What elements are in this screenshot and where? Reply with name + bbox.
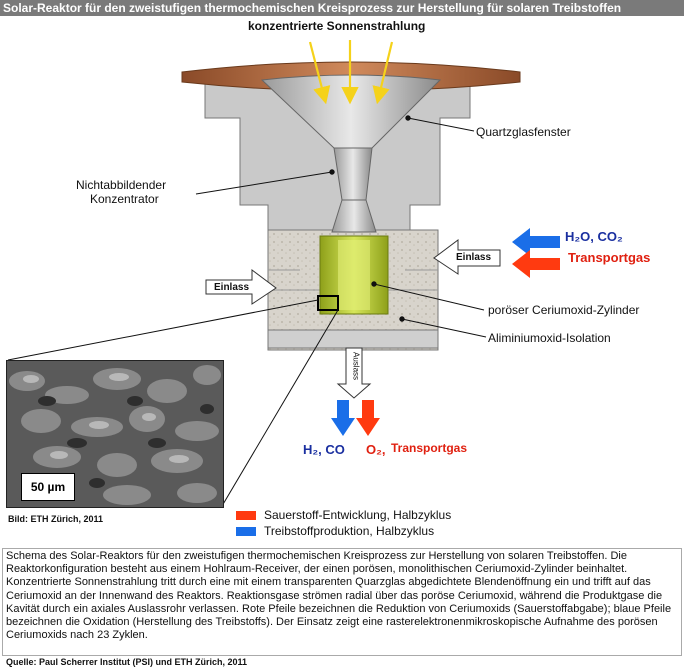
legend-item-fuel: Treibstoffproduktion, Halbzyklus <box>236 524 434 538</box>
fuel-output-arrow <box>331 400 355 436</box>
radiation-arrows <box>308 40 394 105</box>
legend-swatch-red <box>236 511 256 521</box>
sem-inset-image: 50 µm <box>6 360 224 508</box>
figure-caption: Schema des Solar-Reaktors für den zweist… <box>2 548 682 656</box>
reactor-diagram: Auslass <box>7 40 560 507</box>
concentrator-label-line2: Konzentrator <box>90 192 159 206</box>
scale-bar-label: 50 µm <box>21 473 75 501</box>
image-credit: Bild: ETH Zürich, 2011 <box>8 514 104 524</box>
concentrator-label-line1: Nichtabbildender <box>76 178 167 192</box>
legend-item-oxygen: Sauerstoff-Entwicklung, Halbzyklus <box>236 508 451 522</box>
fuel-output-label: H₂, CO <box>303 442 345 457</box>
input-red-arrow <box>512 250 560 278</box>
outlet-label: Auslass <box>352 352 361 380</box>
oxygen-output-label: O₂, <box>366 442 386 457</box>
source-note: Quelle: Paul Scherrer Institut (PSI) und… <box>6 657 248 667</box>
inlet-right-label: Einlass <box>456 252 492 263</box>
inlet-left-label: Einlass <box>214 282 250 293</box>
leader-lines <box>7 115 487 507</box>
inlet-left-arrow <box>205 269 277 305</box>
ceria-cylinder <box>317 235 389 315</box>
oxygen-output-arrow <box>356 400 380 436</box>
page-title: Solar-Reaktor für den zweistufigen therm… <box>0 0 684 16</box>
radiation-label: konzentrierte Sonnenstrahlung <box>248 19 426 33</box>
inlet-right-arrow <box>433 239 501 275</box>
legend-label-fuel: Treibstoffproduktion, Halbzyklus <box>264 524 435 538</box>
insulation-label: Aliminiumoxid-Isolation <box>488 331 611 345</box>
transport-gas-in-label: Transportgas <box>568 250 651 265</box>
input-gases-label: H₂O, CO₂ <box>565 229 623 244</box>
reactor-housing <box>204 83 471 351</box>
input-blue-arrow <box>512 228 560 256</box>
transport-gas-out-label: Transportgas <box>391 441 468 455</box>
ceria-cylinder-label: poröser Ceriumoxid-Zylinder <box>488 303 640 317</box>
legend-swatch-blue <box>236 527 256 537</box>
outlet-arrow <box>336 347 372 399</box>
legend-label-oxygen: Sauerstoff-Entwicklung, Halbzyklus <box>264 508 452 522</box>
quartz-window-label: Quartzglasfenster <box>476 125 571 139</box>
concentrator-funnel <box>260 74 442 233</box>
